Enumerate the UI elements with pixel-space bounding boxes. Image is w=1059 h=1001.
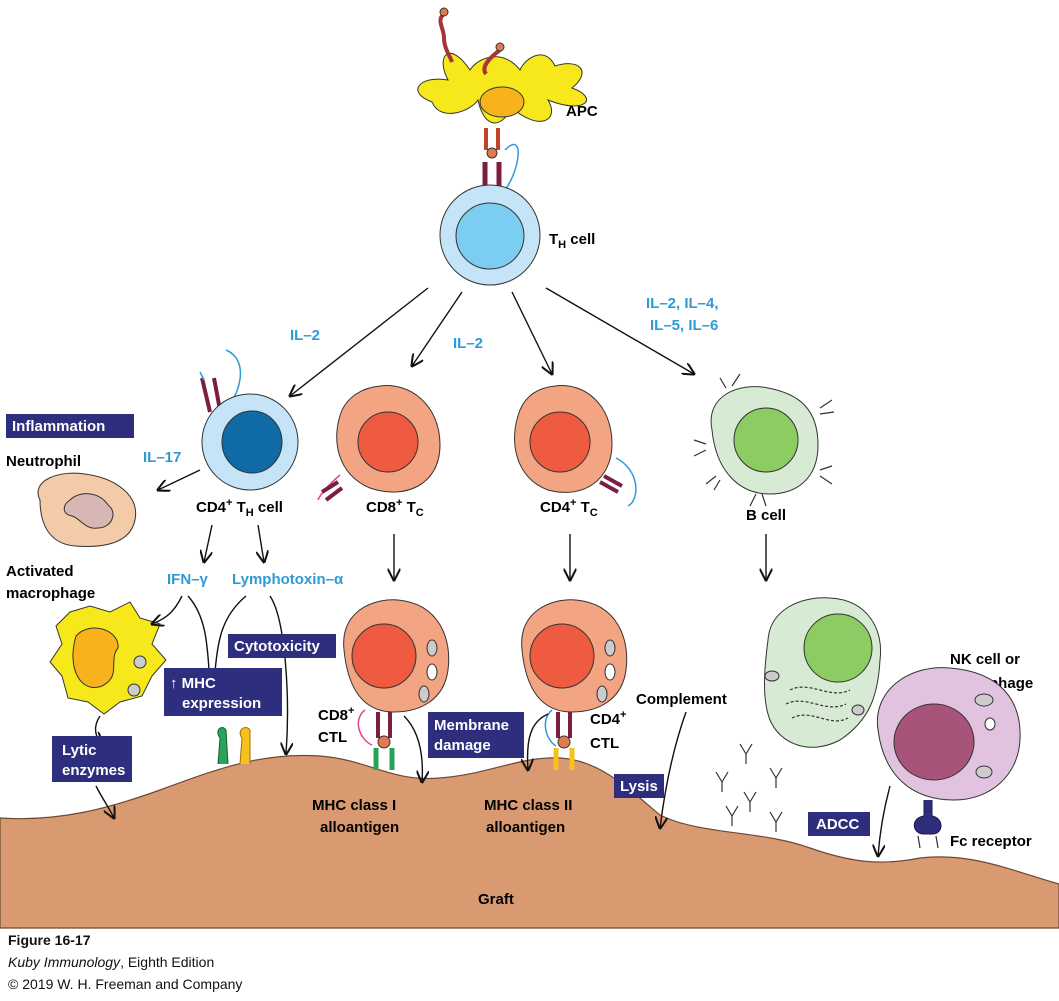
arrow-complement-to-graft: [660, 711, 687, 828]
cd4-ctl-cell: [521, 599, 628, 770]
apc-label: APC: [566, 103, 598, 120]
figure-number: Figure 16-17: [8, 932, 91, 948]
mhc-expression-box: [164, 668, 282, 716]
antibodies: [715, 743, 783, 832]
mhc-expression-label-2: expression: [182, 695, 261, 712]
cd8-ctl-label-2: CTL: [318, 729, 347, 746]
neutrophil-cell: [37, 472, 137, 547]
lymphotoxin-label: Lymphotoxin–α: [232, 571, 344, 588]
cd8-ctl-cell: [343, 599, 450, 770]
complement-label: Complement: [636, 691, 727, 708]
cd4-tc-label: CD4+ TC: [540, 497, 598, 519]
th-cell: [439, 184, 541, 286]
cd8-tc-cell: [317, 385, 441, 502]
copyright-text: © 2019 W. H. Freeman and Company: [8, 976, 243, 992]
membrane-damage-label-1: Membrane: [434, 717, 509, 734]
lytic-enzymes-label-2: enzymes: [62, 762, 125, 779]
graft-label: Graft: [478, 891, 514, 908]
lytic-enzymes-label-1: Lytic: [62, 742, 96, 759]
inflammation-box: [6, 414, 134, 438]
graft-tissue: [0, 754, 1059, 929]
copyright-line: © 2019 W. H. Freeman and Company: [8, 976, 242, 992]
mhc-class-i-label-1: MHC class I: [312, 797, 396, 814]
cd8-ctl-label-1: CD8+: [318, 705, 354, 724]
arrow-cd4th-to-lymphotoxin: [258, 524, 264, 562]
arrow-cd8ctl-to-graft: [403, 715, 422, 782]
arrow-th-to-cd8tc: [412, 291, 463, 366]
arrow-nk-to-graft: [878, 785, 891, 856]
ifn-gamma-label: IFN–γ: [167, 571, 209, 588]
arrow-th-to-bcell: [545, 287, 694, 374]
il2-left-label: IL–2: [290, 327, 320, 344]
il17-label: IL–17: [143, 449, 181, 466]
activated-macrophage-label-2: macrophage: [6, 585, 95, 602]
cytotoxicity-box: [228, 634, 336, 658]
nk-cell-label-1: NK cell or: [950, 651, 1020, 668]
cd4-tc-cell: [514, 385, 637, 507]
book-title: Kuby Immunology: [8, 954, 121, 970]
plasma-cell: [764, 597, 882, 748]
mhc-molecules-on-graft: [217, 727, 251, 765]
cd4-ctl-label-1: CD4+: [590, 709, 626, 728]
adcc-label: ADCC: [816, 816, 859, 833]
tcr-mhc-complex: [482, 128, 519, 192]
membrane-damage-label-2: damage: [434, 737, 491, 754]
inflammation-label: Inflammation: [12, 418, 105, 435]
lysis-label: Lysis: [620, 778, 658, 795]
arrow-cd4th-to-neutrophil: [158, 469, 201, 490]
book-title-line: Kuby Immunology, Eighth Edition: [8, 954, 214, 970]
activated-macrophage-label-1: Activated: [6, 563, 74, 580]
adcc-box: [808, 812, 870, 836]
cd8-tc-label: CD8+ TC: [366, 497, 424, 519]
book-edition: , Eighth Edition: [120, 954, 215, 970]
nk-cell: [876, 667, 1021, 849]
arrow-cd4th-to-ifn: [204, 524, 213, 562]
activated-macrophage-cell: [49, 601, 167, 715]
mhc-class-i-label-2: alloantigen: [320, 819, 399, 836]
fc-receptor-label: Fc receptor: [950, 833, 1032, 850]
b-cell-label: B cell: [746, 507, 786, 524]
b-cell: [693, 373, 835, 507]
lytic-enzymes-box: [52, 736, 132, 782]
arrow-cd4ctl-to-graft: [528, 713, 549, 770]
il-group-label-1: IL–2, IL–4,: [646, 295, 719, 312]
il2-mid-label: IL–2: [453, 335, 483, 352]
apc-cell: [417, 7, 587, 124]
figure-caption: Figure 16-17: [8, 932, 90, 948]
cd4-th-cell-label: CD4+ TH cell: [196, 497, 283, 519]
il-group-label-2: IL–5, IL–6: [650, 317, 718, 334]
th-cell-label: TH cell: [549, 231, 595, 251]
membrane-damage-box: [428, 712, 524, 758]
lysis-box: [614, 774, 664, 798]
cytotoxicity-label: Cytotoxicity: [234, 638, 321, 655]
arrow-ifn-to-macrophage: [152, 595, 183, 624]
arrow-th-to-cd4tc: [511, 291, 552, 374]
cd4-th-cell: [199, 349, 299, 491]
mhc-class-ii-label-1: MHC class II: [484, 797, 572, 814]
mhc-class-ii-label-2: alloantigen: [486, 819, 565, 836]
arrow-lytic-to-graft: [95, 785, 114, 818]
arrow-lymphotoxin-to-graft: [269, 595, 287, 754]
arrow-th-to-cd4th: [290, 287, 429, 396]
cd4-ctl-label-2: CTL: [590, 735, 619, 752]
neutrophil-label: Neutrophil: [6, 453, 81, 470]
mhc-expression-label-1: ↑ MHC: [170, 675, 216, 692]
